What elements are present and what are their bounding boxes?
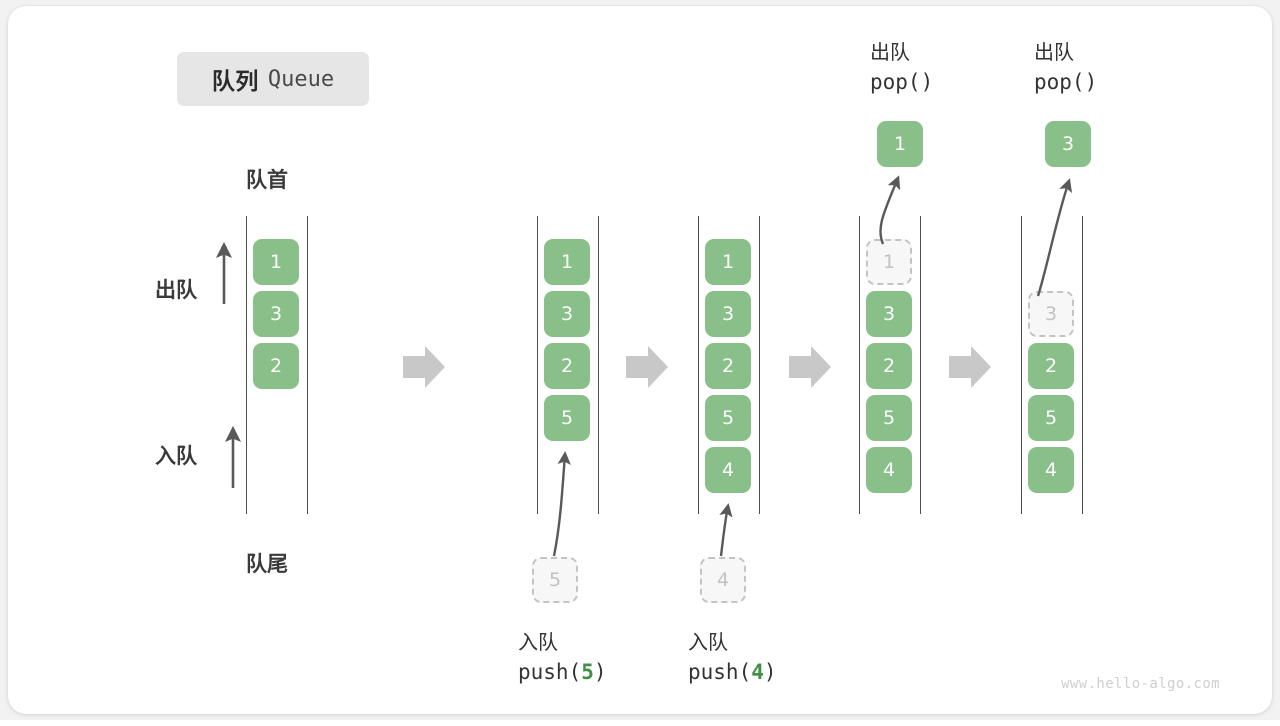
pop-1-arrow <box>879 175 901 245</box>
queue-cell: 3 <box>866 291 912 337</box>
caption-pop-1-cn: 出队 <box>870 40 910 64</box>
caption-pop-3-code: pop() <box>1034 70 1098 94</box>
queue-cell: 5 <box>866 395 912 441</box>
ghost-popped-cell: 3 <box>1028 291 1074 337</box>
site-watermark: www.hello-algo.com <box>1061 676 1220 692</box>
caption-push-5-code: push(5) <box>518 660 607 684</box>
diagram-title-chip: 队列 Queue <box>177 52 369 106</box>
queue-cell: 2 <box>253 343 299 389</box>
caption-push-4-cn: 入队 <box>688 630 728 654</box>
queue-cell: 3 <box>544 291 590 337</box>
title-english: Queue <box>267 66 335 92</box>
queue-cell: 3 <box>705 291 751 337</box>
queue-rail-right-col4 <box>920 216 921 514</box>
caption-pop-3: 出队 pop() <box>1034 38 1097 97</box>
queue-cell: 2 <box>544 343 590 389</box>
queue-cell: 4 <box>1028 447 1074 493</box>
queue-cell-new: 5 <box>544 395 590 441</box>
label-queue-front: 队首 <box>246 168 288 192</box>
queue-cell: 2 <box>1028 343 1074 389</box>
queue-cell: 1 <box>705 239 751 285</box>
step-arrow-1 <box>403 346 445 388</box>
step-arrow-4 <box>949 346 991 388</box>
queue-rail-left-col2 <box>537 216 538 514</box>
queue-cell: 4 <box>866 447 912 493</box>
label-queue-back: 队尾 <box>246 552 288 576</box>
title-chinese: 队列 <box>211 69 259 95</box>
step-arrow-3 <box>789 346 831 388</box>
ghost-incoming-cell: 5 <box>532 557 578 603</box>
queue-cell: 1 <box>253 239 299 285</box>
queue-rail-right-col3 <box>759 216 760 514</box>
push-4-arrow <box>719 503 733 557</box>
queue-rail-right-col2 <box>598 216 599 514</box>
caption-push-5-cn: 入队 <box>518 630 558 654</box>
popped-cell: 3 <box>1045 121 1091 167</box>
diagram-card: 队列 Queue 队首 队尾 出队 入队 1 3 2 1 3 2 5 5 入队 … <box>8 6 1272 714</box>
ghost-incoming-cell: 4 <box>700 557 746 603</box>
step-arrow-2 <box>626 346 668 388</box>
caption-push-5: 入队 push(5) <box>518 628 607 687</box>
caption-pop-3-cn: 出队 <box>1034 40 1074 64</box>
queue-cell: 5 <box>1028 395 1074 441</box>
pop-3-arrow <box>1036 178 1073 297</box>
queue-cell: 2 <box>866 343 912 389</box>
queue-rail-left-col5 <box>1021 216 1022 514</box>
popped-cell: 1 <box>877 121 923 167</box>
queue-cell: 5 <box>705 395 751 441</box>
ghost-popped-cell: 1 <box>866 239 912 285</box>
queue-cell: 3 <box>253 291 299 337</box>
queue-cell: 2 <box>705 343 751 389</box>
label-enqueue-direction: 入队 <box>155 444 197 468</box>
queue-rail-left-col4 <box>859 216 860 514</box>
caption-pop-1-code: pop() <box>870 70 934 94</box>
arrows-overlay <box>215 175 1073 557</box>
queue-rail-left-col3 <box>698 216 699 514</box>
queue-cell: 1 <box>544 239 590 285</box>
label-dequeue-direction: 出队 <box>155 278 197 302</box>
push-5-arrow <box>552 451 571 557</box>
queue-cell-new: 4 <box>705 447 751 493</box>
caption-push-4: 入队 push(4) <box>688 628 777 687</box>
caption-push-4-code: push(4) <box>688 660 777 684</box>
queue-rail-right-col5 <box>1082 216 1083 514</box>
queue-rail-left-col1 <box>246 216 247 514</box>
queue-rail-right-col1 <box>307 216 308 514</box>
caption-pop-1: 出队 pop() <box>870 38 933 97</box>
